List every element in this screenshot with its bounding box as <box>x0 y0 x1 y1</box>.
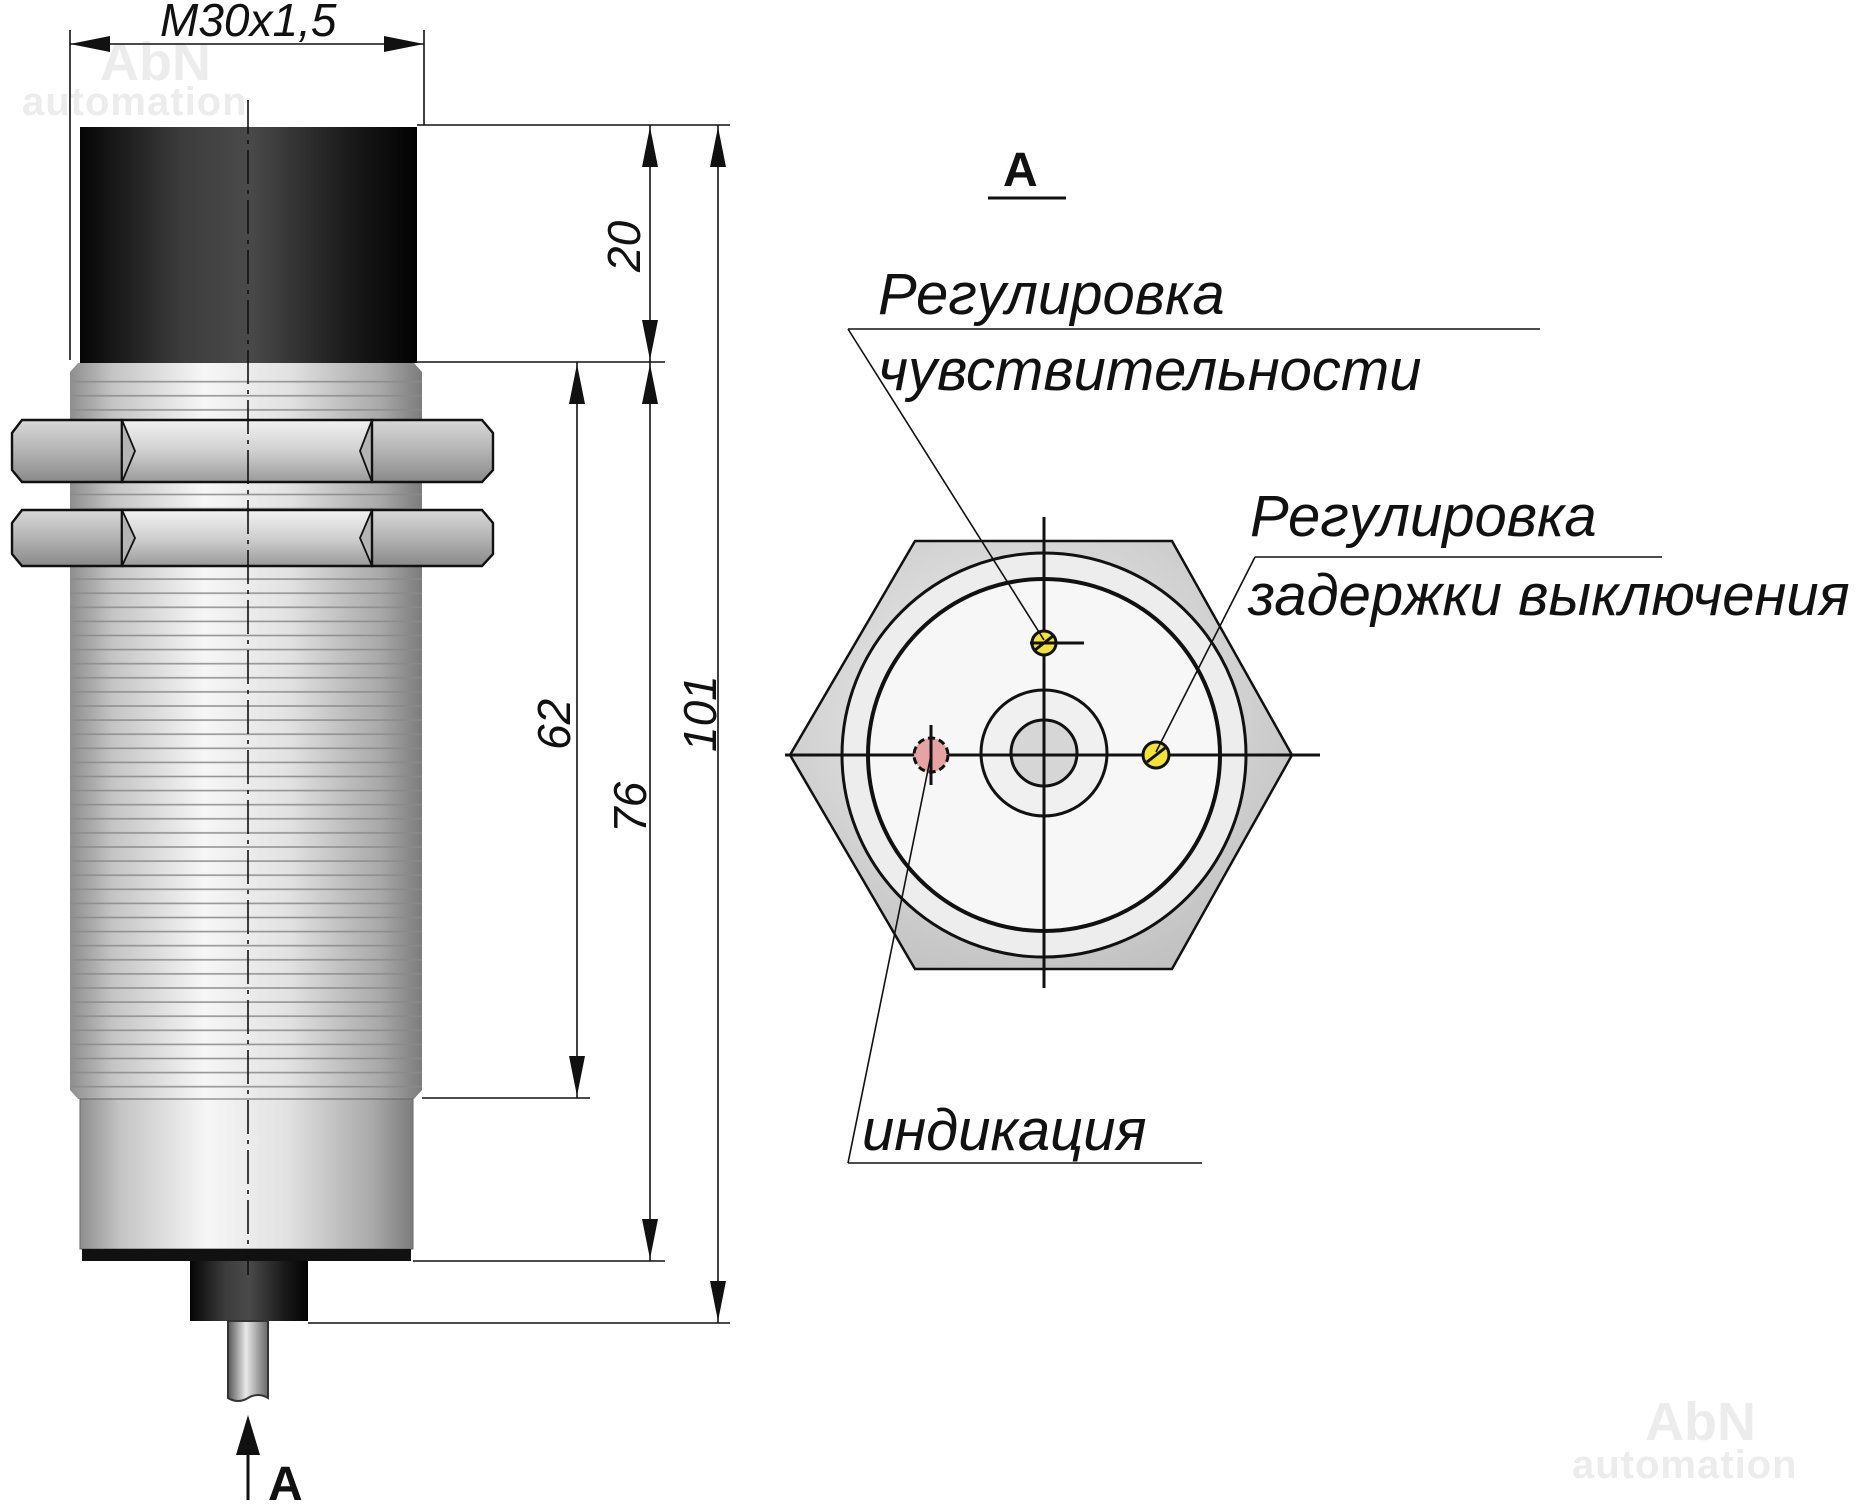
cable-gland <box>190 1261 308 1321</box>
view-mark: A <box>1003 144 1038 197</box>
callout-indication: индикация <box>847 754 1202 1164</box>
total-length-label: 101 <box>674 675 726 752</box>
watermark-bottom-right: AbN automation <box>1572 1392 1798 1487</box>
watermark-sub: automation <box>22 80 248 124</box>
callout-sensitivity: Регулировка чувствительности <box>847 262 1540 641</box>
callout-sensitivity-line1: Регулировка <box>878 262 1225 327</box>
callout-delay-line1: Регулировка <box>1250 484 1597 549</box>
thread-length-dimension: 62 <box>528 362 585 1098</box>
rear-housing <box>79 1098 414 1250</box>
watermark-top-left: AbN automation <box>22 32 248 124</box>
cable <box>227 1320 269 1402</box>
watermark-brand: AbN <box>1645 1392 1756 1452</box>
callout-delay-line2: задержки выключения <box>1247 563 1850 628</box>
rear-seal <box>82 1249 411 1261</box>
cap-height-label: 20 <box>598 220 650 273</box>
delay-adjust-screw <box>1141 740 1171 770</box>
side-view: A M30x1,5 20 62 <box>10 0 730 1507</box>
lock-nut-upper <box>10 418 495 484</box>
watermark-sub: automation <box>1572 1443 1798 1487</box>
thread-dimension: M30x1,5 <box>69 0 425 360</box>
sensitivity-adjust-screw <box>1030 629 1084 657</box>
watermark-brand: AbN <box>100 32 211 92</box>
view-arrow: A <box>236 1415 303 1507</box>
thread-length-label: 62 <box>528 699 580 750</box>
callout-indication-label: индикация <box>862 1098 1147 1163</box>
end-view-a: A Регулировка <box>785 144 1850 1164</box>
callout-delay: Регулировка задержки выключения <box>1155 484 1850 753</box>
total-length-dimension: 101 <box>674 125 726 1323</box>
body-length-dimension: 76 <box>604 362 658 1261</box>
view-arrow-label: A <box>268 1458 303 1507</box>
thread-size-label: M30x1,5 <box>160 0 337 46</box>
lock-nut-lower <box>10 508 495 568</box>
thread-lines <box>70 372 422 1090</box>
body-length-label: 76 <box>604 781 656 833</box>
callout-sensitivity-line2: чувствительности <box>878 338 1421 403</box>
cap-height-dimension: 20 <box>598 125 658 362</box>
